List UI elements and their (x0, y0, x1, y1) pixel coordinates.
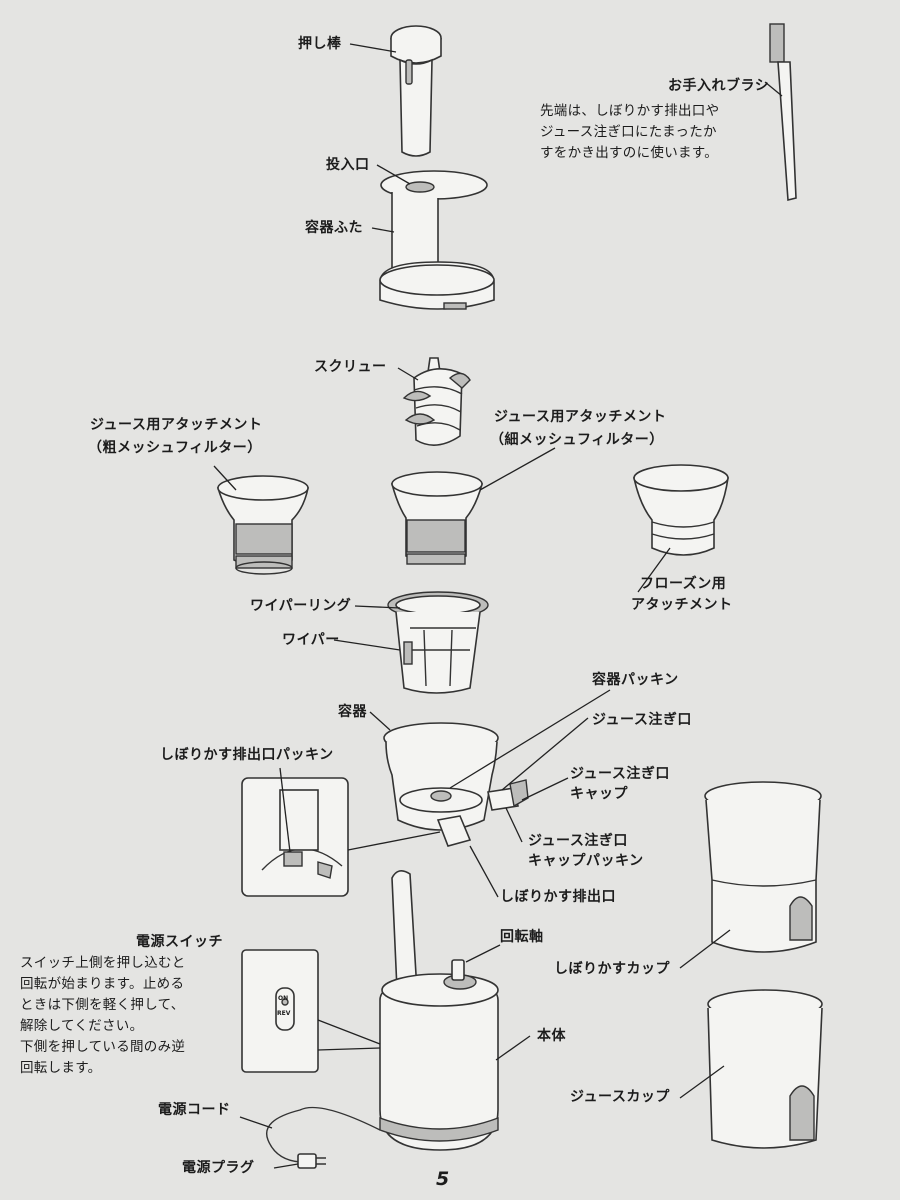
label-wiper: ワイパー (282, 632, 340, 648)
label-spout-cap-packing-1: ジュース注ぎ口 (528, 833, 628, 849)
brush-note-line-2: ジュース注ぎ口にたまったか (540, 124, 717, 140)
switch-note-line-3: ときは下側を軽く押して、 (20, 997, 185, 1013)
label-brush: お手入れブラシ (668, 78, 770, 94)
label-fine-filter-sub: （細メッシュフィルター） (490, 432, 664, 448)
label-fine-filter-title: ジュース用アタッチメント (494, 409, 667, 425)
pusher-drawing (390, 25, 442, 157)
label-rotary-shaft: 回転軸 (500, 929, 544, 945)
switch-note-line-2: 回転が始まります。止める (20, 976, 185, 992)
label-pusher: 押し棒 (298, 36, 342, 52)
switch-note-line-5: 下側を押している間のみ逆 (20, 1039, 186, 1055)
brush-note-line-1: 先端は、しぼりかす排出口や (540, 103, 720, 119)
juice-cup-drawing (707, 989, 823, 1149)
label-feed-inlet: 投入口 (326, 157, 370, 173)
switch-note-line-4: 解除してください。 (20, 1018, 144, 1034)
label-wiper-ring: ワイパーリング (250, 598, 352, 614)
body-drawing (379, 870, 499, 1151)
label-coarse-filter-title: ジュース用アタッチメント (90, 417, 263, 433)
coarse-filter-drawing (216, 475, 309, 575)
label-frozen-1: フローズン用 (640, 576, 727, 592)
brush-drawing (769, 23, 797, 202)
page-number: 5 (436, 1168, 450, 1190)
cord-drawing (266, 1106, 381, 1169)
brush-note-line-3: すをかき出すのに使います。 (540, 145, 719, 161)
label-spout-cap-packing-2: キャップパッキン (528, 853, 644, 869)
label-pulp-outlet: しぼりかす排出口 (500, 889, 616, 905)
fine-filter-drawing (390, 471, 484, 565)
label-frozen-2: アタッチメント (631, 597, 733, 613)
label-container-packing: 容器パッキン (592, 672, 679, 688)
leader-lines (213, 43, 783, 1169)
label-spout-cap-1: ジュース注ぎ口 (570, 766, 670, 782)
label-container: 容器 (338, 704, 367, 720)
label-power-switch: 電源スイッチ (136, 934, 223, 950)
switch-on-mark: ON (278, 995, 289, 1002)
label-juice-spout: ジュース注ぎ口 (592, 712, 692, 728)
switch-note-line-1: スイッチ上側を押し込むと (20, 955, 186, 971)
screw-drawing (402, 357, 471, 446)
label-coarse-filter-sub: （粗メッシュフィルター） (88, 440, 262, 456)
label-juice-cup: ジュースカップ (570, 1089, 670, 1105)
label-screw: スクリュー (314, 359, 387, 375)
label-lid: 容器ふた (305, 220, 363, 236)
switch-rev-mark: REV (277, 1010, 291, 1017)
label-spout-cap-2: キャップ (570, 786, 628, 802)
switch-detail (241, 949, 319, 1073)
label-power-cord: 電源コード (158, 1102, 231, 1118)
label-pulp-packing: しぼりかす排出口パッキン (160, 747, 334, 763)
label-body: 本体 (537, 1028, 566, 1044)
label-power-plug: 電源プラグ (182, 1160, 255, 1176)
wiper-drawing (387, 591, 489, 694)
switch-note-line-6: 回転します。 (20, 1060, 102, 1076)
frozen-attachment-drawing (633, 464, 729, 556)
lid-drawing (379, 170, 495, 310)
container-drawing (383, 722, 529, 847)
label-pulp-cup: しぼりかすカップ (554, 961, 670, 977)
pulp-packing-detail (241, 777, 349, 897)
pulp-cup-drawing (704, 781, 822, 953)
